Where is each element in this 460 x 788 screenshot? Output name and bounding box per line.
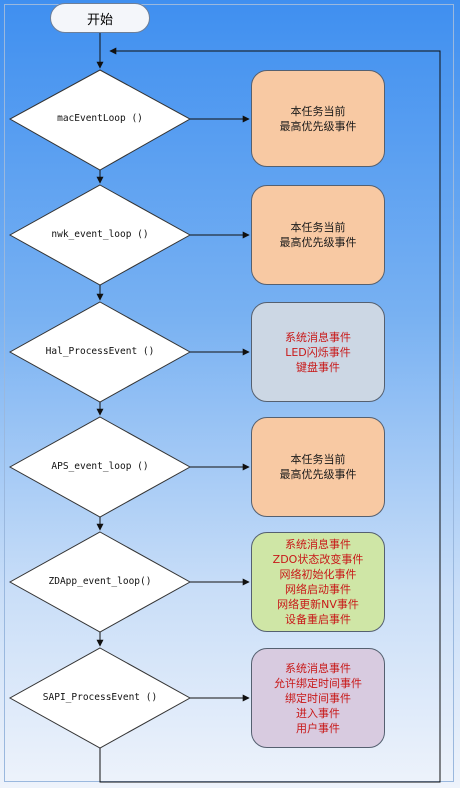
event-line: 最高优先级事件	[279, 236, 357, 249]
event-box-zdapp: 系统消息事件 ZDO状态改变事件 网络初始化事件 网络启动事件 网络更新NV事件…	[251, 532, 385, 632]
step-label-hal-process-event: Hal_ProcessEvent ()	[45, 346, 155, 357]
step-label-aps-event-loop: APS_event_loop ()	[51, 461, 149, 472]
event-box-hal: 系统消息事件 LED闪烁事件 键盘事件	[251, 302, 385, 402]
event-box-mac: 本任务当前 最高优先级事件	[251, 70, 385, 167]
step-label-sapi-process-event: SAPI_ProcessEvent ()	[42, 692, 158, 703]
event-line: 网络启动事件	[285, 583, 351, 596]
event-line: 最高优先级事件	[279, 119, 357, 133]
event-box-sapi: 系统消息事件 允许绑定时间事件 绑定时间事件 进入事件 用户事件	[251, 648, 385, 748]
event-line: 键盘事件	[296, 360, 340, 374]
event-line: 允许绑定时间事件	[274, 676, 362, 690]
event-line: 本任务当前	[290, 453, 346, 466]
event-line: ZDO状态改变事件	[272, 553, 364, 566]
event-box-nwk: 本任务当前 最高优先级事件	[251, 185, 385, 285]
event-line: 系统消息事件	[285, 538, 351, 551]
event-line: LED闪烁事件	[285, 345, 351, 359]
event-line: 本任务当前	[290, 221, 346, 234]
event-line: 网络初始化事件	[279, 568, 357, 581]
step-label-mac-event-loop: macEventLoop ()	[57, 113, 143, 124]
event-line: 最高优先级事件	[279, 468, 357, 481]
event-line: 系统消息事件	[285, 330, 351, 344]
event-line: 网络更新NV事件	[277, 598, 359, 611]
start-node: 开始	[50, 3, 150, 33]
event-line: 进入事件	[296, 706, 340, 720]
event-line: 绑定时间事件	[285, 691, 351, 705]
event-line: 本任务当前	[290, 104, 346, 118]
event-box-aps: 本任务当前 最高优先级事件	[251, 417, 385, 517]
step-label-zdapp-event-loop: ZDApp_event_loop()	[48, 576, 152, 587]
event-line: 系统消息事件	[285, 661, 351, 675]
event-line: 设备重启事件	[285, 613, 351, 626]
diamonds	[8, 69, 192, 749]
step-label-nwk-event-loop: nwk_event_loop ()	[51, 229, 149, 240]
event-line: 用户事件	[296, 721, 340, 735]
